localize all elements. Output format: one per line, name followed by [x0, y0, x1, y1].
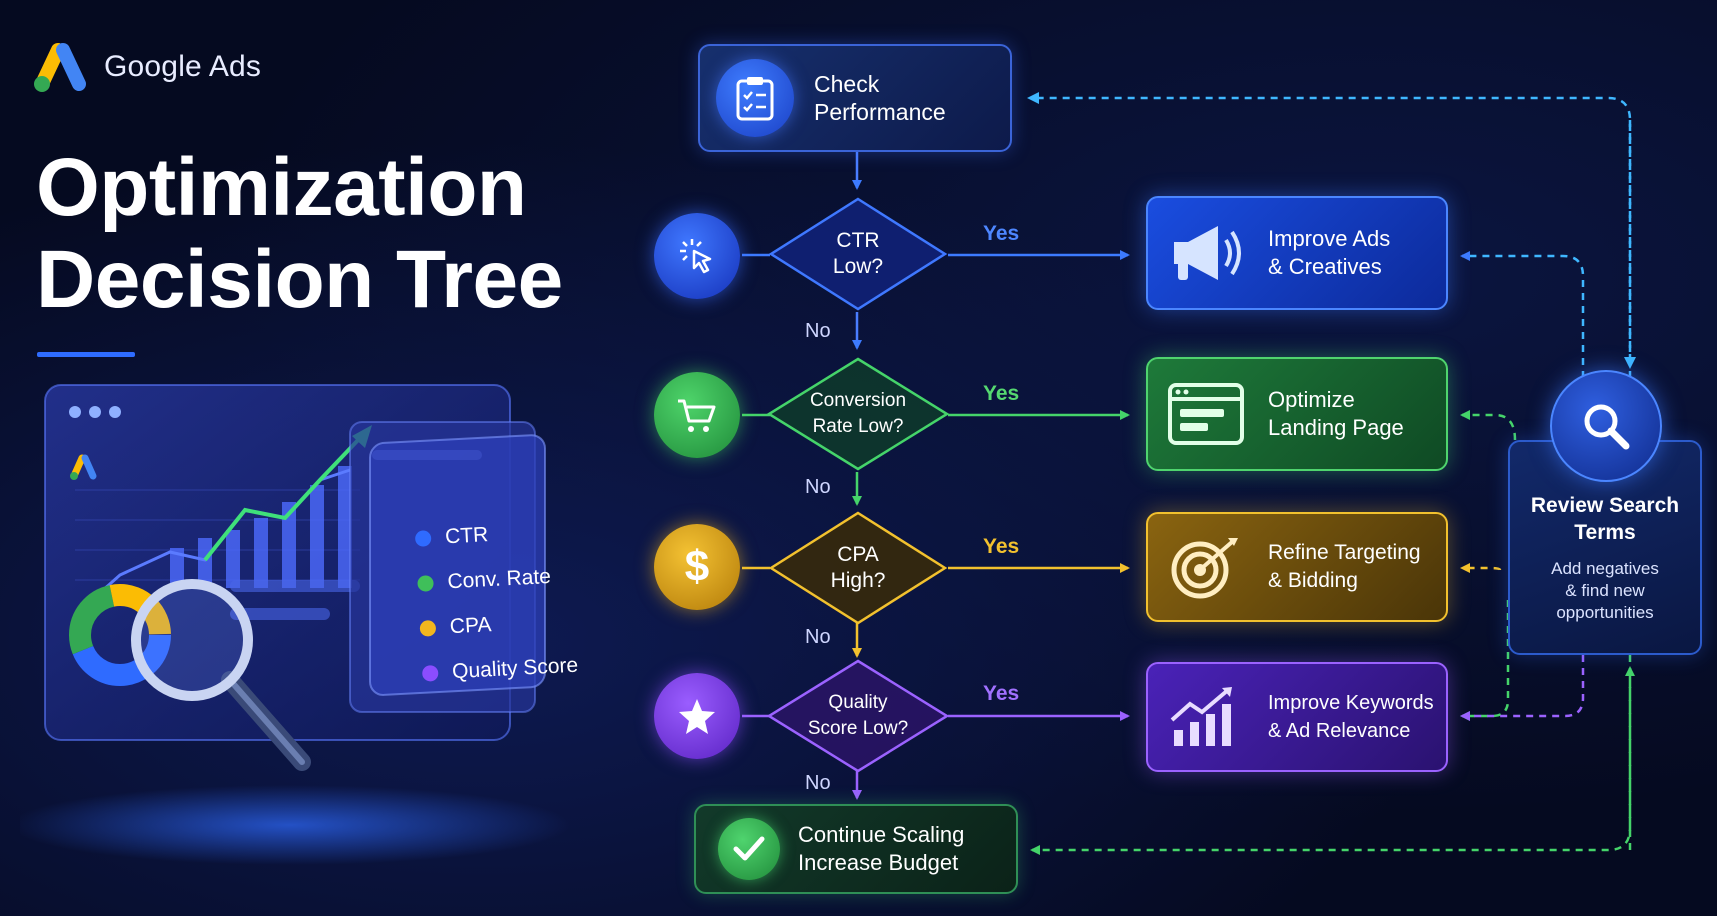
clipboard-icon — [716, 59, 794, 137]
decision-label-line-1: Quality — [828, 692, 888, 713]
action-label-line-1: Refine Targeting — [1268, 541, 1421, 564]
no-label: No — [805, 476, 831, 498]
title-line-2: Decision Tree — [36, 234, 563, 325]
decision-diamond: CTR Low? — [768, 196, 948, 312]
action-label-line-1: Improve Keywords — [1268, 692, 1434, 714]
dashboard-illustration — [20, 384, 570, 865]
action-label-line-1: Improve Ads — [1268, 226, 1391, 251]
google-ads-logo-icon — [34, 43, 86, 92]
end-label-line-2: Increase Budget — [798, 850, 959, 875]
shopping-cart-icon — [654, 372, 740, 458]
checkmark-icon — [718, 818, 780, 880]
target-icon — [1171, 538, 1238, 599]
decision-label-line-2: Rate Low? — [812, 416, 904, 437]
review-title-line-2: Terms — [1574, 521, 1636, 544]
browser-window-icon — [1168, 383, 1244, 445]
action-label: Improve Ads & Creatives — [1268, 225, 1390, 281]
decision-label-line-2: Score Low? — [807, 718, 909, 739]
action-label-line-2: & Bidding — [1268, 569, 1358, 592]
decision-label: CPA High? — [768, 542, 948, 594]
decision-label-line-1: Conversion — [809, 390, 907, 411]
start-label-line-2: Performance — [814, 99, 946, 125]
start-label-line-1: Check — [814, 71, 880, 97]
action-label-line-2: & Ad Relevance — [1268, 720, 1411, 742]
title-underline — [37, 352, 135, 357]
cursor-click-icon — [654, 213, 740, 299]
brand-name: Google Ads — [104, 50, 262, 83]
action-label-line-1: Optimize — [1268, 387, 1355, 412]
review-subtitle-line-3: opportunities — [1556, 603, 1654, 622]
no-label: No — [805, 626, 831, 648]
review-subtitle-line-1: Add negatives — [1551, 559, 1659, 578]
yes-label: Yes — [983, 382, 1020, 405]
no-label: No — [805, 320, 831, 342]
decision-label-line-1: CTR — [836, 229, 880, 252]
review-subtitle: Add negatives & find new opportunities — [1510, 558, 1700, 624]
growth-chart-icon — [1170, 687, 1232, 746]
yes-label: Yes — [983, 222, 1020, 245]
decision-diamond: CPA High? — [768, 510, 948, 626]
no-label: No — [805, 772, 831, 794]
action-label-line-2: & Creatives — [1268, 254, 1382, 279]
end-label-line-1: Continue Scaling — [798, 822, 965, 847]
action-box: Improve Ads & Creatives — [1146, 196, 1448, 310]
action-label: Improve Keywords & Ad Relevance — [1268, 689, 1434, 745]
review-subtitle-line-2: & find new — [1565, 581, 1645, 600]
page-title: Optimization Decision Tree — [36, 142, 563, 326]
action-box: Refine Targeting & Bidding — [1146, 512, 1448, 622]
title-line-1: Optimization — [36, 142, 527, 233]
yes-label: Yes — [983, 682, 1020, 705]
decision-label: CTR Low? — [768, 228, 948, 280]
review-title-line-1: Review Search — [1530, 494, 1680, 517]
magnifier-icon — [1550, 370, 1662, 482]
action-label-line-2: Landing Page — [1268, 415, 1404, 440]
megaphone-icon — [1174, 226, 1241, 280]
start-node: Check Performance — [698, 44, 1012, 152]
decision-label-line-2: Low? — [832, 255, 884, 278]
action-box: Improve Keywords & Ad Relevance — [1146, 662, 1448, 772]
action-label: Refine Targeting & Bidding — [1268, 539, 1421, 595]
star-icon — [654, 673, 740, 759]
decision-label-line-1: CPA — [837, 543, 879, 566]
dollar-icon: $ — [654, 524, 740, 610]
brand: Google Ads — [32, 38, 261, 96]
magnifier-icon — [131, 579, 311, 771]
decision-label-line-2: High? — [830, 569, 886, 592]
start-label: Check Performance — [814, 70, 946, 126]
yes-label: Yes — [983, 535, 1020, 558]
